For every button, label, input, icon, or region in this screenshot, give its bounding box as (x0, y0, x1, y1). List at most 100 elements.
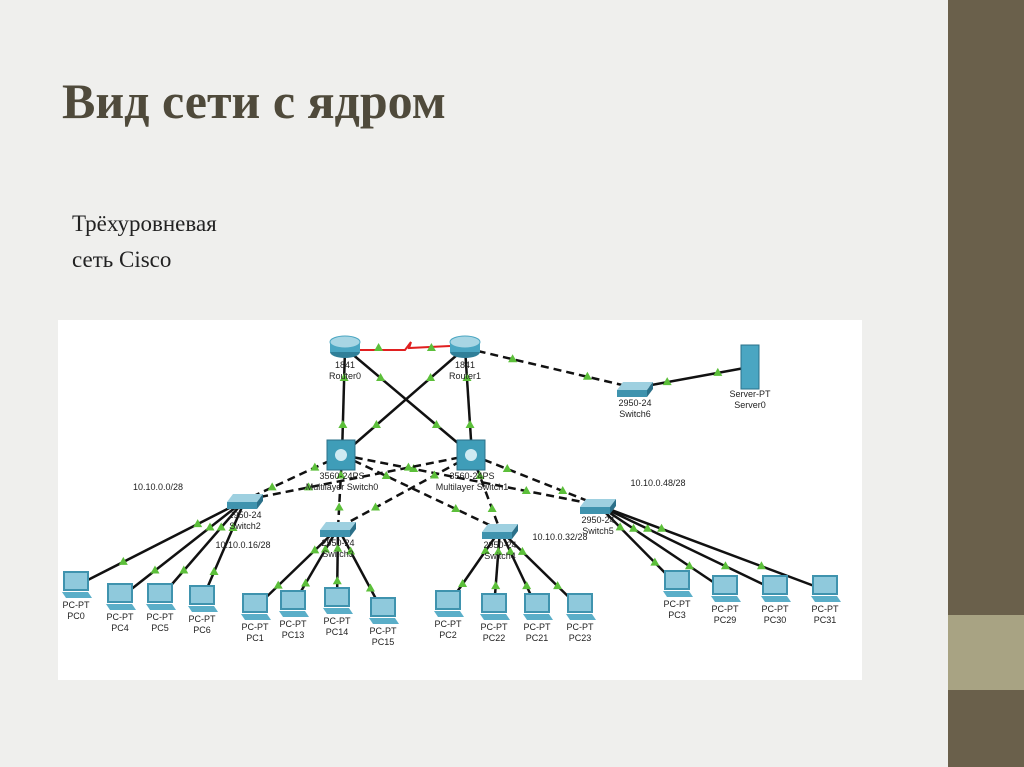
network-diagram-svg: 1841Router01841Router12950-24Switch6Serv… (62, 335, 841, 647)
link-MLS0-Switch4 (341, 453, 501, 532)
slide-title: Вид сети с ядром (62, 73, 446, 129)
node-model-label: 1841 (455, 360, 475, 370)
node-model-label: PC-PT (107, 612, 135, 622)
node-name-label: PC0 (67, 611, 85, 621)
subnet-label: 10.10.0.32/28 (532, 532, 587, 542)
node-model-label: PC-PT (280, 619, 308, 629)
node-model-label: PC-PT (812, 604, 840, 614)
node-model-label: PC-PT (567, 622, 595, 632)
side-band (948, 615, 1024, 690)
port-status-icon (150, 565, 160, 574)
node-model-label: PC-PT (242, 622, 270, 632)
port-status-icon (615, 522, 625, 531)
node-name-label: PC6 (193, 625, 211, 635)
switch-icon (227, 494, 263, 502)
node-name-label: Multilayer Switch1 (436, 482, 509, 492)
switch-icon (320, 522, 356, 530)
node-model-label: PC-PT (147, 612, 175, 622)
link-Switch4-PC23 (499, 529, 581, 609)
node-name-label: PC13 (282, 630, 305, 640)
pc-icon (712, 575, 738, 595)
port-status-icon (720, 561, 730, 570)
node-model-label: PC-PT (370, 626, 398, 636)
node-model-label: 2950-24 (581, 515, 614, 525)
node-model-label: 2950-24 (228, 510, 261, 520)
node-model-label: 2950-24 (483, 540, 516, 550)
node-model-label: PC-PT (762, 604, 790, 614)
link-Switch2-PC5 (159, 499, 246, 599)
node-name-label: Switch5 (582, 526, 614, 536)
port-status-icon (216, 522, 226, 531)
link-Switch5-PC29 (597, 503, 726, 592)
node-name-label: PC4 (111, 623, 129, 633)
switch-icon (482, 524, 518, 532)
port-status-icon (657, 523, 667, 532)
port-status-icon (426, 372, 436, 381)
link-Switch2-PC4 (119, 499, 246, 599)
server-icon (740, 344, 760, 390)
link-Router0-MLS0 (338, 347, 349, 456)
node-name-label: PC29 (714, 615, 737, 625)
node-name-label: PC3 (668, 610, 686, 620)
port-status-icon (431, 420, 441, 429)
link-MLS1-Switch5 (471, 453, 599, 507)
port-status-icon (339, 372, 349, 381)
node-model-label: 2950-24 (618, 398, 651, 408)
node-model-label: PC-PT (189, 614, 217, 624)
subnet-label: 10.10.0.16/28 (215, 540, 270, 550)
node-model-label: PC-PT (63, 600, 91, 610)
link-Switch2-PC0 (75, 498, 246, 588)
port-status-icon (429, 470, 439, 479)
port-status-icon (205, 522, 215, 531)
link-Router0-Router1 (360, 341, 451, 351)
port-status-icon (301, 578, 311, 587)
port-status-icon (179, 565, 189, 574)
node-name-label: Switch2 (229, 521, 261, 531)
node-name-label: PC1 (246, 633, 264, 643)
slide-subtitle: Трёхуровневая сеть Cisco (72, 206, 217, 278)
pc-icon (63, 571, 89, 591)
link-Switch5-PC3 (597, 504, 678, 586)
port-status-icon (451, 504, 461, 512)
port-status-icon (756, 561, 766, 570)
node-name-label: Switch6 (619, 409, 651, 419)
port-status-icon (713, 367, 723, 376)
pc-icon (524, 593, 550, 613)
port-status-icon (338, 420, 348, 429)
node-model-label: 3560-24PS (319, 471, 364, 481)
node-name-label: Switch4 (484, 551, 516, 561)
pc-icon (762, 575, 788, 595)
link-Router0-MLS1 (344, 347, 473, 456)
port-status-icon (403, 462, 413, 471)
pc-icon (481, 593, 507, 613)
subtitle-line-2: сеть Cisco (72, 247, 172, 272)
port-status-icon (505, 546, 515, 555)
port-status-icon (374, 343, 384, 351)
